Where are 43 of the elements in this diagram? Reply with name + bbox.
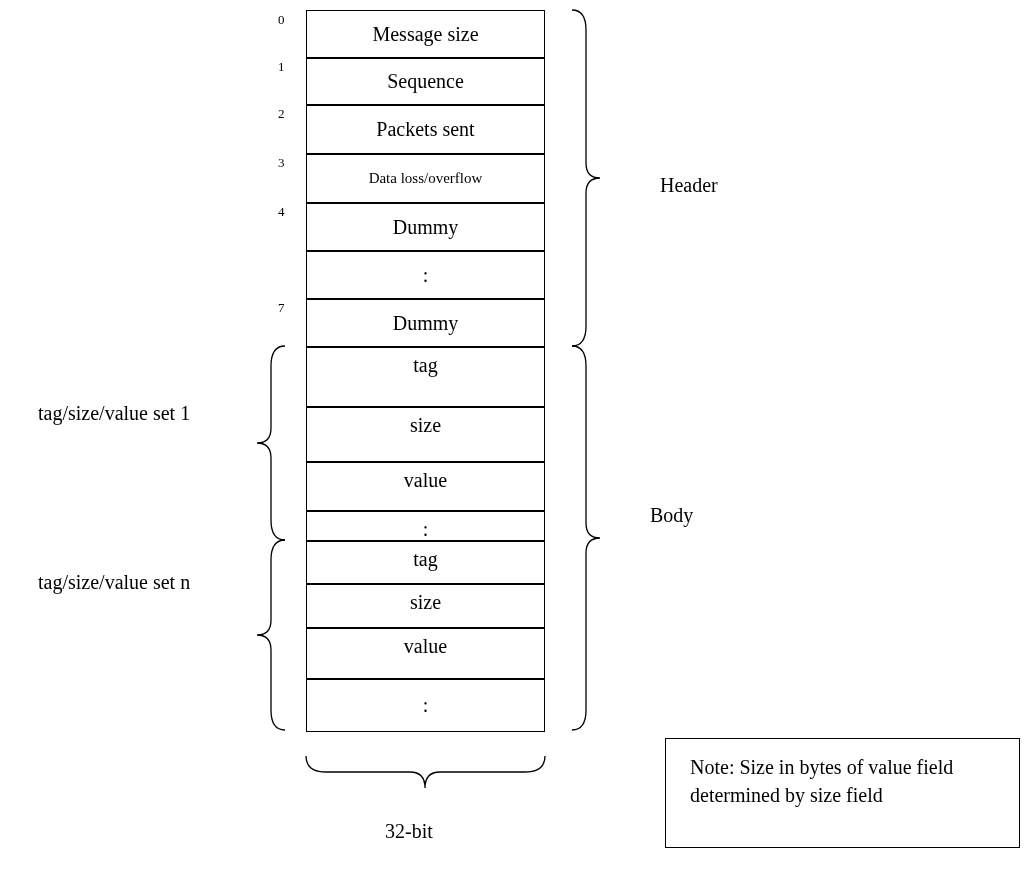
field-cell (306, 510, 545, 542)
field-name: Packets sent (376, 119, 475, 140)
section-label: tag/size/value set n (38, 570, 192, 596)
field-name: Message size (372, 24, 479, 45)
field-name: value (403, 470, 448, 490)
field-cell (306, 10, 545, 59)
field-cell (306, 202, 545, 252)
field-name: size (409, 592, 442, 612)
field-name: Dummy (392, 216, 459, 237)
field-name: Data loss/overflow (368, 170, 483, 186)
field-cell (306, 540, 545, 585)
field-cell (306, 461, 545, 512)
field-name: : (422, 264, 429, 285)
field-cell (306, 678, 545, 732)
word-index: 1 (278, 59, 285, 75)
field-name: Sequence (387, 71, 464, 92)
note-text: Note: Size in bytes of value field determined by size field (690, 755, 955, 809)
width-label: 32-bit (385, 819, 434, 844)
field-cell (306, 583, 545, 629)
field-cell (306, 153, 545, 204)
word-index: 4 (278, 204, 285, 220)
word-index: 0 (278, 12, 285, 28)
field-cell (306, 627, 545, 680)
field-cell (306, 104, 545, 155)
section-label: tag/size/value set 1 (38, 401, 192, 427)
field-cell (306, 250, 545, 300)
section-label: Header (660, 173, 719, 198)
word-index: 3 (278, 155, 285, 171)
field-name: tag (413, 549, 438, 569)
field-name: size (409, 415, 442, 435)
field-cell (306, 346, 545, 408)
note-box (665, 738, 1020, 848)
word-index: 2 (278, 106, 285, 122)
section-label: Body (650, 503, 695, 529)
field-name: : (422, 694, 429, 715)
field-name: : (422, 519, 429, 539)
field-cell (306, 57, 545, 106)
field-name: tag (413, 355, 438, 375)
field-name: value (403, 636, 448, 656)
field-cell (306, 406, 545, 463)
field-cell (306, 298, 545, 348)
field-name: Dummy (392, 312, 459, 333)
word-index: 7 (278, 300, 285, 316)
